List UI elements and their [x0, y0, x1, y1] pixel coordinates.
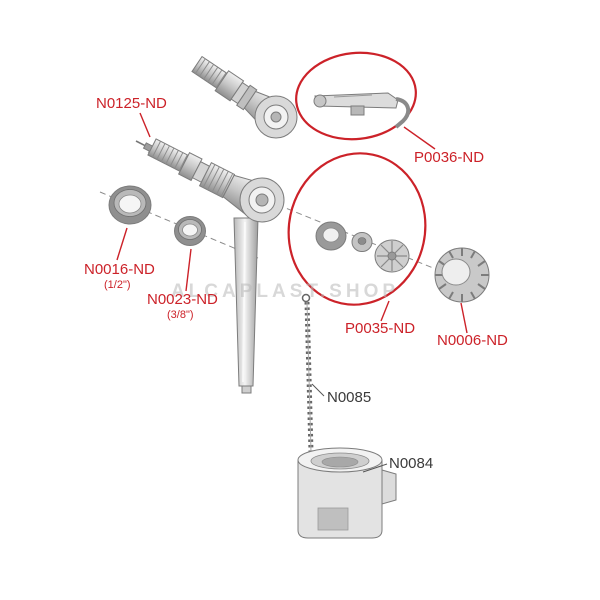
valve-body-main [147, 138, 285, 394]
membrane-piston [351, 232, 373, 252]
label-p0036: P0036-ND [414, 149, 484, 166]
float-cup [297, 447, 397, 539]
membrane-washer [315, 221, 347, 251]
axis-dashed-line-main [147, 151, 471, 284]
n0006-leader-line [460, 302, 468, 334]
p0035-leader-line [380, 300, 390, 322]
label-p0035: P0035-ND [345, 320, 415, 337]
n0016-leader-line [116, 227, 128, 261]
washer-half-inch [108, 185, 152, 225]
thread-lines-top [194, 58, 227, 88]
n0125-leader-line [139, 112, 151, 138]
lever-nut [350, 105, 365, 116]
chain-top-loop [301, 293, 311, 303]
float-cup-flange [381, 469, 397, 505]
label-n0084: N0084 [389, 455, 433, 472]
n0023-leader-line [185, 248, 192, 292]
n0085-leader-line [311, 383, 325, 397]
float-cup-bore [321, 456, 359, 468]
membrane-disc-hub [387, 251, 397, 261]
red-circle-p0035 [287, 152, 427, 306]
outlet-tube [233, 217, 259, 387]
label-n0125: N0125-ND [96, 95, 167, 112]
ribbed-lines [202, 164, 234, 197]
lever-detail-line [333, 94, 373, 98]
tube-tip [241, 385, 252, 394]
valve-boss-main-center [255, 193, 269, 207]
label-n0023: N0023-ND [147, 291, 218, 308]
n0084-leader-line [362, 463, 388, 473]
watermark-text: ALCAPLAST.SHOP [171, 281, 399, 302]
valve-assembly-top [191, 55, 298, 139]
red-circle-p0036 [295, 51, 417, 141]
label-n0023-size: (3/8") [167, 309, 194, 321]
chain-rod [301, 293, 314, 453]
label-n0016-size: (1/2") [104, 279, 131, 291]
chain-core [306, 301, 312, 453]
label-n0006: N0006-ND [437, 332, 508, 349]
thread-lines-main [151, 141, 188, 172]
washer-three-eighth [174, 216, 206, 246]
knurled-nut [434, 247, 490, 303]
label-n0085: N0085 [327, 389, 371, 406]
label-n0016: N0016-ND [84, 261, 155, 278]
valve-boss-top-center [270, 111, 282, 123]
membrane-disc [374, 239, 410, 273]
p0036-leader-line [403, 126, 436, 150]
lever-pivot [313, 94, 327, 108]
knurled-nut-bore [441, 258, 471, 286]
lever-hook [394, 97, 411, 129]
tube-highlight [242, 221, 246, 383]
float-cup-slot [317, 507, 349, 531]
lever-arm-part [313, 92, 411, 129]
